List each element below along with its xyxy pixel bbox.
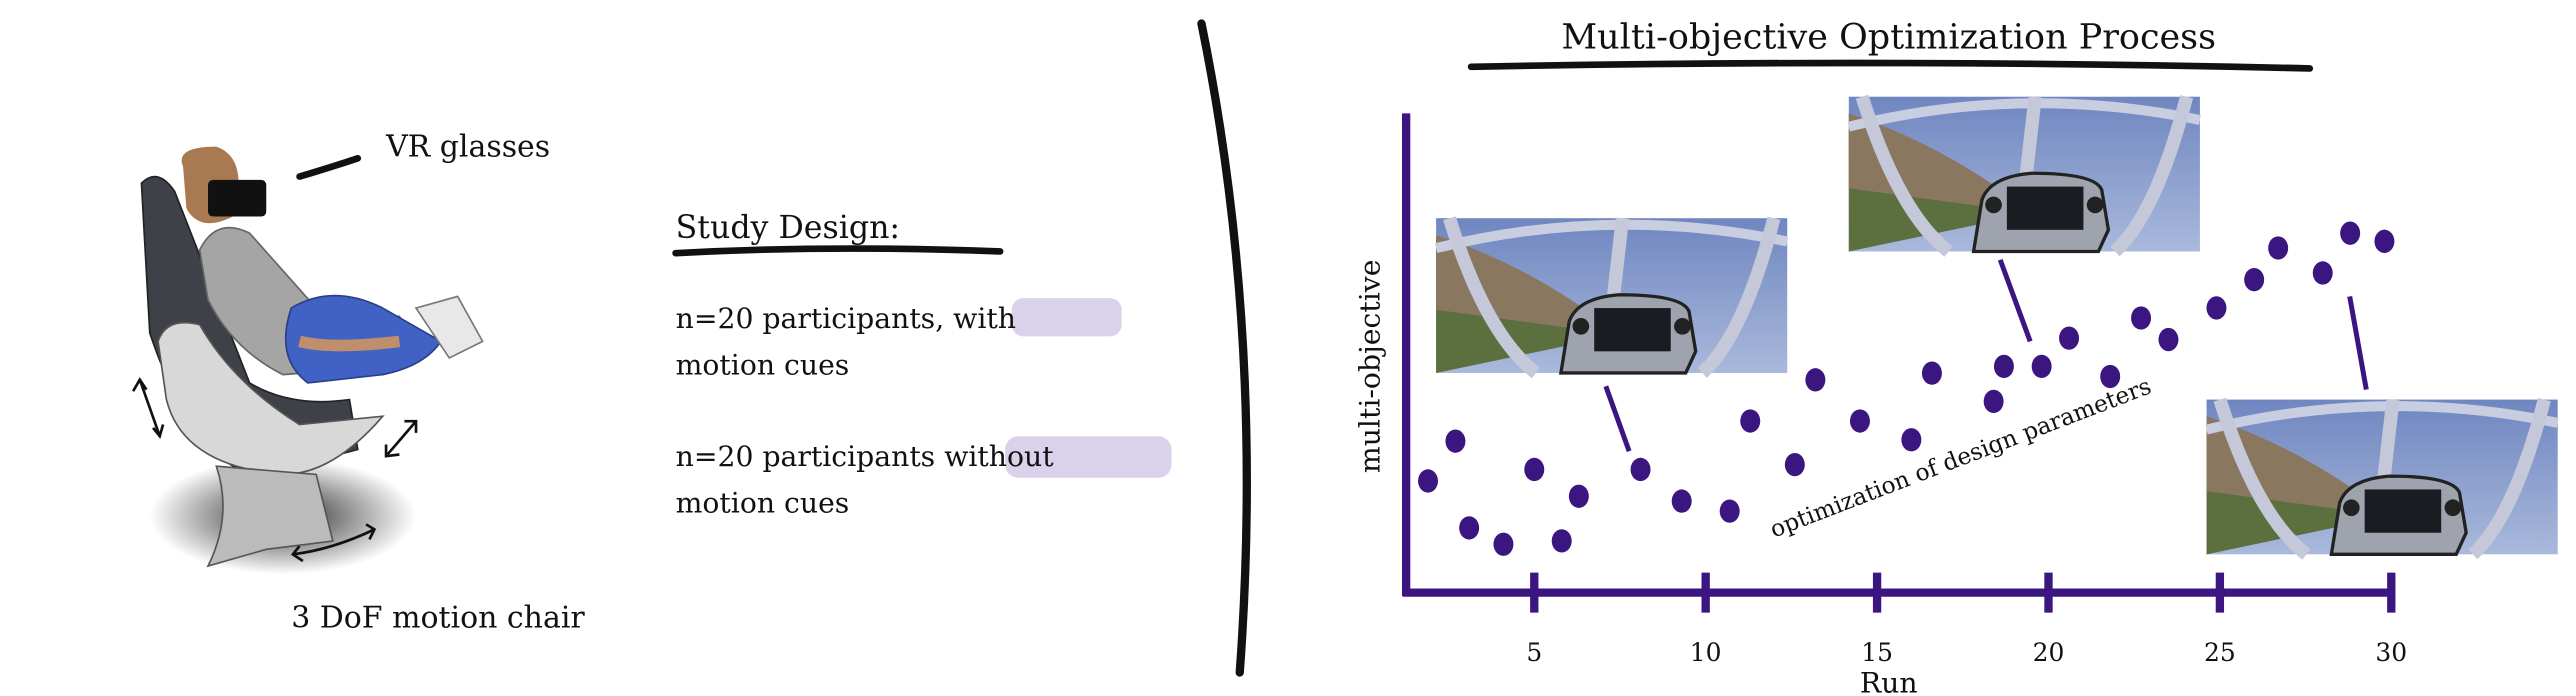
data-point — [1630, 457, 1651, 482]
data-point — [1551, 529, 1572, 553]
panel-divider — [1197, 19, 1251, 677]
data-point — [1805, 368, 1826, 392]
motion-arrows — [131, 377, 418, 563]
group-with-line2: motion cues — [676, 349, 850, 382]
x-tick-label: 10 — [1690, 638, 1722, 667]
data-point — [2268, 236, 2289, 260]
group-with-text: n=20 participants, — [676, 302, 954, 335]
data-point — [2244, 268, 2265, 292]
motion-chair-label: 3 DoF motion chair — [291, 601, 585, 636]
data-point — [1993, 354, 2014, 379]
x-tick-label: 30 — [2375, 638, 2407, 667]
chart-title: Multi-objective Optimization Process — [1561, 17, 2216, 57]
group-without-text: n=20 participants — [676, 440, 945, 473]
data-point — [1901, 428, 1922, 452]
data-point — [1784, 453, 1805, 477]
data-point — [1418, 469, 1439, 493]
vr-glasses-label: VR glasses — [385, 130, 550, 165]
data-point — [2059, 326, 2080, 350]
data-point — [2374, 229, 2395, 253]
data-point — [2340, 221, 2361, 245]
x-axis-label: Run — [1860, 666, 1918, 696]
x-tick-label: 25 — [2204, 638, 2236, 667]
study-design-underline — [672, 245, 1004, 257]
data-point — [2031, 354, 2052, 379]
data-point — [2100, 364, 2121, 389]
group-with-highlight: with — [953, 302, 1016, 335]
data-points — [1418, 221, 2395, 556]
data-point — [2312, 261, 2333, 285]
data-point — [1445, 429, 1466, 453]
group-without-line2: motion cues — [676, 487, 850, 520]
data-point — [1459, 516, 1480, 540]
highlight-without — [1005, 436, 1172, 478]
optimization-annotation: optimization of design parameters — [1766, 373, 2155, 544]
connector-early — [1603, 385, 1632, 453]
group-with-line1: n=20 participants, with — [676, 302, 1016, 335]
group-without-line1: n=20 participants without — [676, 440, 1055, 473]
data-point — [1921, 361, 1942, 385]
group-without-highlight: without — [944, 440, 1054, 473]
data-point — [2206, 296, 2227, 320]
data-point — [2158, 327, 2179, 352]
data-point — [1568, 484, 1589, 508]
chart-axes — [1401, 113, 2396, 613]
highlight-with — [1011, 298, 1122, 337]
motion-chair-illustration — [140, 146, 484, 575]
chart-title-underline — [1467, 59, 2314, 72]
study-design-title: Study Design: — [676, 210, 900, 246]
y-axis-label: multi-objective — [1354, 260, 1387, 474]
data-point — [1524, 457, 1545, 482]
screenshot-early-run — [1436, 218, 1787, 373]
connector-mid — [1997, 258, 2033, 343]
x-tick-label: 15 — [1861, 638, 1893, 667]
data-point — [1671, 489, 1692, 513]
data-point — [1740, 409, 1761, 433]
data-point — [1719, 499, 1740, 523]
x-tick-label: 5 — [1526, 638, 1542, 667]
connector-late — [2347, 295, 2369, 391]
data-point — [1493, 532, 1514, 556]
data-point — [1849, 409, 1870, 433]
data-point — [2131, 306, 2152, 330]
vr-pointer-stroke — [296, 154, 362, 180]
data-point — [1983, 389, 2004, 414]
x-tick-labels: 5 10 15 20 25 30 — [1526, 638, 2407, 667]
screenshot-late-run — [2207, 400, 2558, 555]
x-tick-label: 20 — [2033, 638, 2065, 667]
screenshot-mid-run — [1849, 97, 2200, 252]
